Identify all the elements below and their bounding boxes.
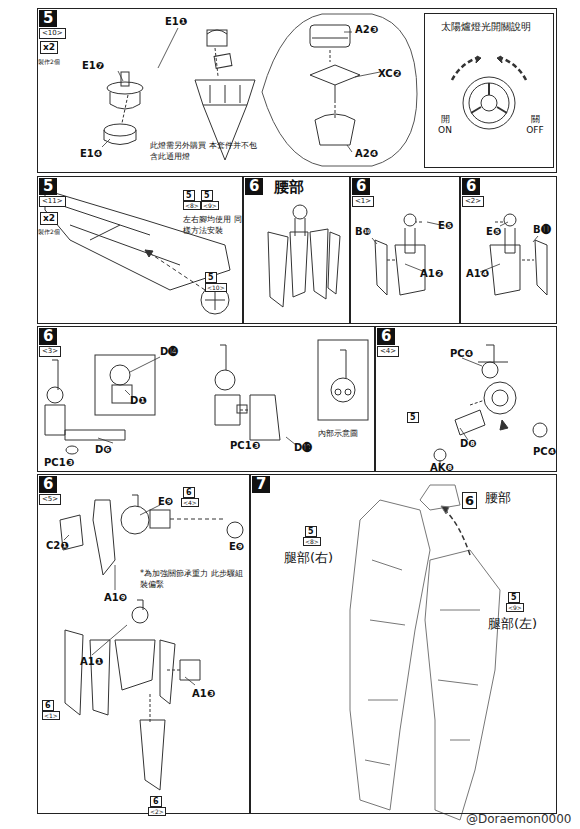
lamp-parts [104,14,417,166]
step-number: 6 [245,178,263,195]
step-panel: 6<5> [37,474,250,814]
sub-step-number: <1> [352,196,374,207]
step-number: 5 [39,178,57,195]
sub-step-number: <11> [39,196,66,207]
reference-number: 6 [183,487,195,498]
part-label: PC1❸ [230,440,260,452]
step-panel: 6 腰部 [243,176,350,324]
step-title: 腰部 [274,178,304,196]
part-label: A1❶ [80,656,103,668]
step-number: 5 [39,10,57,27]
reference-number: 6 [462,492,477,509]
part-label: A2❹ [355,148,378,160]
part-label: D❻ [95,444,112,456]
sub-step-number: <2> [462,196,484,207]
step-panel: 6<2> [460,176,557,324]
switch-label: 開 ON [433,114,457,136]
part-label: E1❶ [165,16,187,28]
note-text: 左右腳均使用 同樣方法安裝 [183,214,243,236]
reference-sub-number: <8> [183,201,201,210]
leg-assembly [45,190,230,314]
quantity-note: 製作2個 [38,228,60,235]
skirt-parts [375,214,547,295]
reference-number: 5 [508,592,520,603]
step-number: 6 [352,178,370,195]
switch-dial [452,56,526,129]
part-label: A1❹ [466,268,489,280]
step-panel: 6<4> [375,326,557,472]
reference-sub-number: <9> [201,201,219,210]
sub-step-number: <3> [39,346,61,357]
reference-number: 6 [150,796,162,807]
note-box: 太陽爐燈光開關說明開 ON 關 OFF [424,13,554,168]
reference-number: 5 [183,190,195,201]
note-title: 太陽爐燈光開關說明 [422,20,550,34]
step-panel: 7 [250,474,557,814]
reference-number: 5 [205,272,217,283]
part-label: D⓮ [160,346,178,358]
part-label: E❾ [158,496,173,508]
reference-sub-number: <9> [506,603,524,612]
leader-lines [64,28,538,685]
quantity: x2 [40,41,58,54]
reference-sub-number: <8> [303,537,321,546]
step-number: 6 [462,178,480,195]
switch-label: 關 OFF [523,114,547,136]
step-number: 6 [377,328,395,345]
part-label: A1❸ [192,688,215,700]
part-label: D❽ [460,438,477,450]
reference-number: 5 [305,526,317,537]
sub-step-number: <5> [39,494,61,505]
part-label: PC❹ [450,348,473,360]
reference-number: 5 [201,190,213,201]
part-label: D⓭ [294,442,312,454]
final-assembly [350,485,500,820]
part-label: A1❷ [420,268,443,280]
part-label: E❺ [438,220,453,232]
part-name: 腿部(左) [488,616,537,631]
part-label: A1❾ [104,592,127,604]
step-number: 6 [39,328,57,345]
quantity-note: 製作2個 [38,58,60,65]
part-label: E❾ [229,541,244,553]
part-label: PC1❸ [44,457,74,469]
step-panel: 5<10> 太陽爐燈光開關說明開 ON 關 OFF [37,8,557,173]
step-panel: 6<3> [37,326,375,472]
reference-sub-number: <2> [148,807,166,816]
reference-sub-number: <10> [205,283,227,292]
part-label: C2❶ [46,540,69,552]
part-name: 腿部(右) [284,550,333,565]
step-number: 6 [39,476,57,493]
waist-assembly [60,495,243,790]
part-label: A2❸ [355,24,378,36]
part-label: B⓫ [533,224,551,236]
part-label: PC❹ [533,446,556,458]
note-text: 內部示意圖 [318,428,378,439]
part-label: XC❷ [378,68,401,80]
quantity: x2 [40,212,58,225]
step-panel: 6<1> [350,176,460,324]
sub-step-number: <4> [377,346,399,357]
step-number: 7 [252,476,270,493]
reference-number: 6 [42,700,54,711]
reference-sub-number: <1> [42,711,60,720]
hip-part [434,345,547,461]
note-text: *為加強關節承重力 此步驟組裝偏緊 [140,568,245,590]
part-label: AK❽ [430,462,454,474]
part-label: B❿ [355,226,371,238]
reference-number: 5 [407,412,419,423]
sub-step-number: <10> [39,28,66,39]
note-text: 此燈需另外購買 本套件并不包含此通用燈 [150,140,260,162]
watermark: @Doraemon0000 [466,813,571,825]
reference-sub-number: <4> [181,498,199,507]
part-label: E1❼ [82,60,104,72]
part-label: D❶ [130,395,147,407]
part-label: E❺ [486,226,501,238]
waist-part [268,205,340,307]
part-label: E1❹ [80,148,102,160]
part-name: 腰部 [485,490,511,505]
